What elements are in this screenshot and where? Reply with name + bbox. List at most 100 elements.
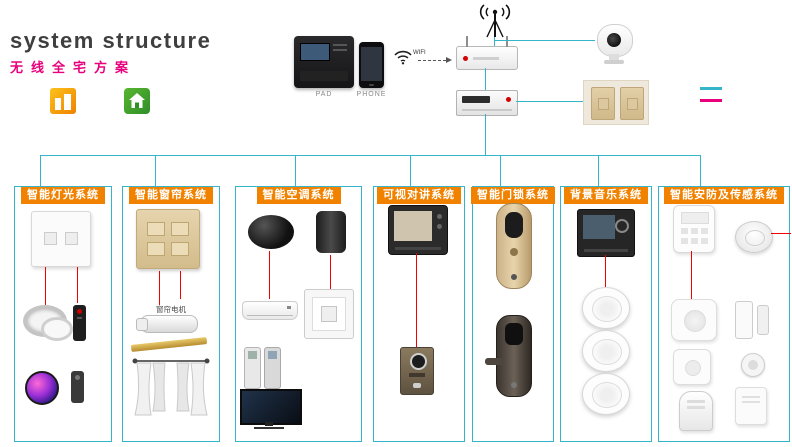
wall-switch-photo: [583, 80, 649, 125]
line-monitor-doorstation: [416, 253, 417, 347]
line-drop-4: [410, 155, 411, 186]
gateway-host-device: [456, 90, 518, 116]
tv-stand: [254, 427, 284, 429]
door-station: [400, 347, 434, 395]
music-panel-knob: [615, 219, 629, 233]
host-led: [506, 97, 511, 102]
camera-lens: [607, 33, 621, 47]
column-intercom: 可视对讲系统: [373, 186, 465, 442]
router-antenna-2: [506, 36, 508, 47]
smart-speaker: [316, 211, 346, 253]
line-keypad-motion: [691, 251, 692, 299]
line-host-wallplates: [516, 101, 583, 102]
legend-line-magenta: [700, 99, 722, 102]
door-station-camera: [410, 353, 427, 370]
ir-controller: [248, 215, 294, 249]
line-drop-2: [155, 155, 156, 186]
column-security-header: 智能安防及传感系统: [664, 187, 784, 205]
ceiling-speaker-2: [582, 330, 630, 372]
remote-control-2: [71, 371, 84, 403]
phone-label: PHONE: [356, 91, 387, 98]
column-music-header: 背景音乐系统: [564, 187, 648, 205]
intercom-monitor: [388, 205, 448, 255]
downlight-icon-2: [41, 317, 73, 341]
wifi-label: WIFI: [413, 50, 426, 56]
line-drop-1: [40, 155, 41, 186]
line-panel-remote: [77, 267, 78, 303]
router-led: [463, 56, 468, 61]
curtain-motor-label: 窗帘电机: [156, 305, 186, 314]
antenna-icon: [479, 4, 511, 38]
tv-device: [240, 389, 302, 431]
control-pad-device: [294, 36, 354, 88]
emergency-button: [741, 353, 765, 377]
ac-remote-1: [244, 347, 261, 389]
split-ac-unit: [242, 301, 298, 320]
line-router-host: [485, 68, 486, 90]
column-ac-header: 智能空调系统: [256, 187, 341, 205]
router-antenna: [466, 36, 468, 47]
curtain-rail: [130, 337, 208, 352]
light-switch-panel: [31, 211, 91, 267]
column-doorlock: 智能门锁系统: [471, 186, 555, 442]
building-logo-icon: [50, 88, 76, 114]
sensor-box: [735, 387, 767, 425]
column-lighting-header: 智能灯光系统: [21, 187, 105, 205]
motion-sensor: [671, 299, 717, 341]
door-lock-1-keyhole: [511, 274, 517, 280]
line-drop-5: [500, 155, 501, 186]
router-device: [456, 36, 518, 70]
curtain-motor: [136, 315, 198, 333]
pad-keypad: [300, 71, 348, 81]
column-security: 智能安防及传感系统: [658, 186, 791, 442]
title-block: system structure 无线全宅方案: [10, 28, 211, 76]
tv-screen: [240, 389, 302, 425]
door-lock-1: [496, 203, 532, 289]
wall-plate-2: [620, 87, 644, 120]
line-ir-splitac: [269, 251, 270, 299]
column-doorlock-header: 智能门锁系统: [471, 187, 555, 205]
rgb-light: [25, 371, 59, 405]
line-speaker-cassette: [330, 255, 331, 289]
door-lock-2-screen: [505, 323, 523, 345]
line-to-camera: [495, 40, 595, 41]
door-lock-1-keypad: [505, 212, 523, 238]
line-trunk: [40, 155, 701, 156]
music-panel-screen: [583, 215, 615, 239]
wifi-icon: [394, 50, 412, 65]
cassette-ac-unit: [304, 289, 354, 339]
music-panel: [577, 209, 635, 257]
phone-screen: [361, 47, 382, 81]
line-panel-motor: [159, 271, 160, 305]
line-host-trunk: [485, 114, 486, 156]
column-lighting: 智能灯光系统: [14, 186, 112, 442]
line-drop-6: [598, 155, 599, 186]
home-glyph-icon: [129, 93, 145, 108]
ip-camera-device: [595, 24, 633, 64]
column-intercom-header: 可视对讲系统: [377, 187, 461, 205]
door-lock-2-handle: [485, 358, 504, 365]
ceiling-speaker-3: [582, 373, 630, 415]
ceiling-speaker-1: [582, 287, 630, 329]
smoke-detector: [735, 221, 773, 253]
line-smoke-edge: [771, 233, 791, 234]
line-antenna-router: [494, 37, 495, 46]
page-subtitle: 无线全宅方案: [10, 60, 137, 75]
phone-device: [359, 42, 384, 88]
camera-base: [604, 60, 624, 64]
wireless-sensor: [673, 349, 711, 385]
page-title: system structure: [10, 28, 212, 53]
door-window-sensor: [733, 299, 773, 339]
remote-control: [73, 305, 86, 341]
siren-device: [679, 391, 713, 431]
security-keypad: [673, 205, 715, 253]
home-logo-icon: [124, 88, 150, 114]
intercom-screen: [394, 211, 432, 241]
wifi-arrow-head-icon: [446, 57, 452, 63]
column-curtain: 智能窗帘系统 窗帘电机: [122, 186, 220, 442]
pad-label: PAD: [315, 91, 333, 98]
line-panel-downlight: [45, 267, 46, 305]
column-music: 背景音乐系统: [560, 186, 652, 442]
line-panel-speaker: [605, 255, 606, 287]
